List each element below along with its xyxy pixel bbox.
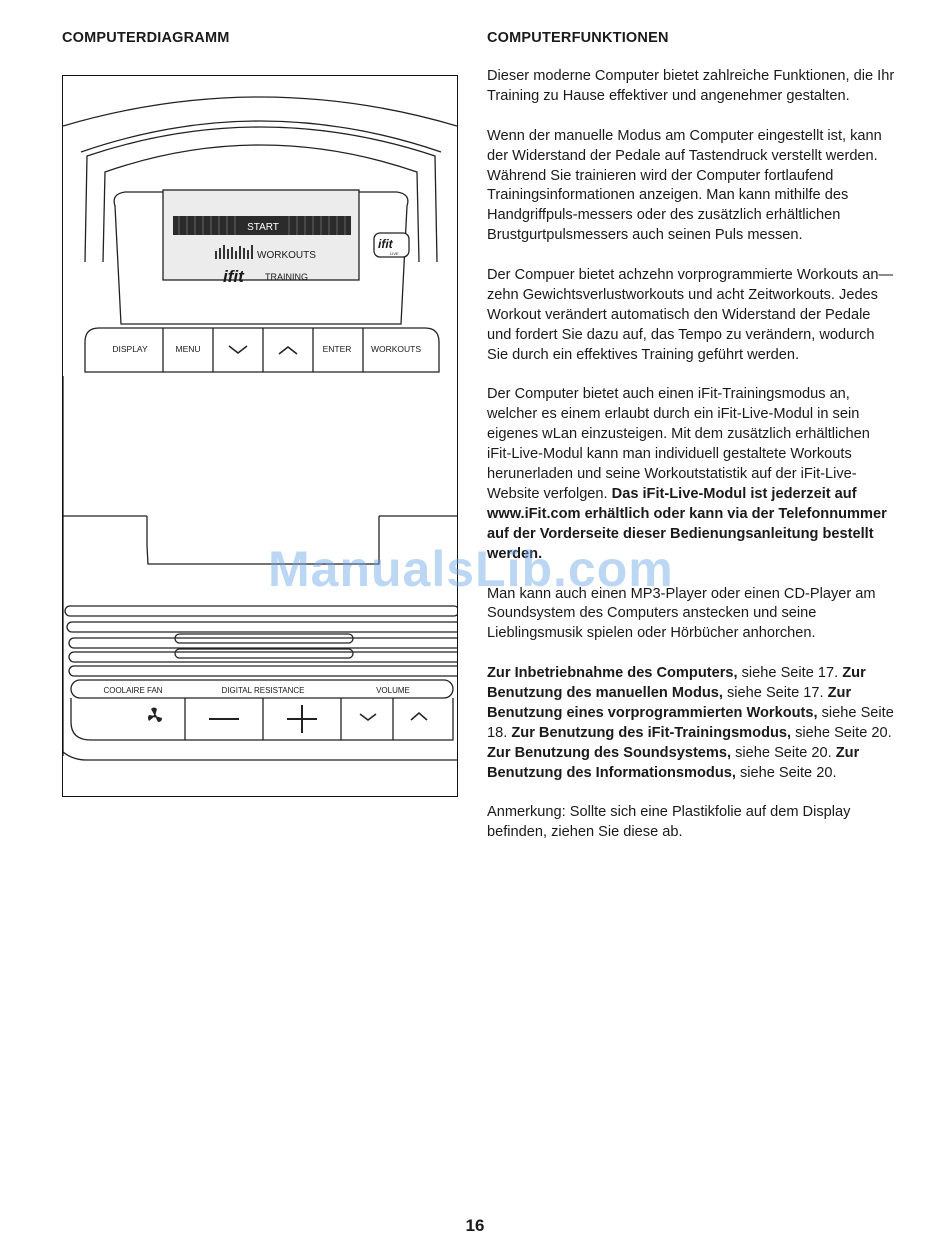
bottom-key-panel — [70, 698, 454, 741]
lcd-workouts-text: WORKOUTS — [257, 250, 316, 261]
ref-workout: Zur Benutzung eines vorprogrammierten Wo… — [487, 685, 852, 721]
console-diagram: START WORKOUTS ifit TRAINING ifit LIVE D… — [62, 75, 458, 797]
volume-down-icon[interactable] — [359, 713, 377, 721]
lcd-ifit-logo: ifit — [223, 267, 245, 286]
ref-info-mode: Zur Benutzung des Informationsmodus, — [487, 744, 860, 781]
paragraph-manual-mode: Wenn der manuelle Modus am Computer eing… — [487, 127, 882, 244]
ref-manual-mode: Zur Benutzung des manuellen Modus, — [487, 665, 866, 702]
ref-workout-page: siehe Seite 18. — [487, 704, 894, 741]
workouts-button[interactable]: WORKOUTS — [371, 344, 421, 354]
resistance-label: DIGITAL RESISTANCE — [222, 686, 305, 695]
watermark: ManualsLib.com — [268, 541, 674, 597]
paragraph-ifit: Der Computer bietet auch einen iFit-Trai… — [487, 385, 897, 564]
volume-up-icon[interactable] — [410, 712, 428, 721]
paragraph-intro: Dieser moderne Computer bietet zahlreich… — [487, 68, 895, 104]
ref-info-page: siehe Seite 20. — [735, 764, 837, 781]
ridge-4 — [68, 651, 457, 663]
display-button[interactable]: DISPLAY — [112, 344, 148, 354]
ref-startup: Zur Inbetriebnahme des Computers, — [487, 665, 738, 682]
up-arrow-icon[interactable] — [278, 346, 298, 355]
ref-ifit-page: siehe Seite 20. — [791, 724, 892, 741]
ifit-order-note: Das iFit-Live-Modul ist jederzeit auf ww… — [487, 485, 887, 562]
lcd-start-bar — [173, 216, 351, 235]
fan-label: COOLAIRE FAN — [103, 686, 162, 695]
ridge-1 — [64, 605, 457, 617]
page-number: 16 — [465, 1216, 485, 1235]
display-window-outline — [113, 191, 409, 325]
ridge-5 — [68, 665, 457, 677]
workouts-bars-icon — [215, 245, 253, 259]
ref-ifit: Zur Benutzung des iFit-Trainingsmodus, — [511, 724, 792, 741]
functions-text: Dieser moderne Computer bietet zahlreich… — [487, 67, 897, 863]
menu-button[interactable]: MENU — [175, 344, 200, 354]
button-strip — [84, 327, 440, 373]
ref-sound: Zur Benutzung des Soundsystems, — [487, 744, 732, 761]
ref-startup-page: siehe Seite 17. — [737, 665, 839, 682]
ridge-3 — [68, 637, 457, 649]
ifit-badge-sub: LIVE — [390, 251, 399, 256]
enter-button[interactable]: ENTER — [323, 344, 352, 354]
ridge-2 — [66, 621, 457, 633]
down-arrow-icon[interactable] — [228, 345, 248, 354]
label-strip — [70, 679, 454, 699]
center-panel — [146, 516, 380, 565]
paragraph-sound: Man kann auch einen MP3-Player oder eine… — [487, 585, 876, 642]
paragraph-note: Anmerkung: Sollte sich eine Plastikfolie… — [487, 804, 851, 841]
ifit-badge-text: ifit — [378, 237, 394, 251]
ref-sound-page: siehe Seite 20. — [731, 744, 832, 761]
ifit-description: Der Computer bietet auch einen iFit-Trai… — [487, 386, 870, 502]
ref-manual-page: siehe Seite 17. — [722, 685, 824, 702]
volume-label: VOLUME — [376, 686, 410, 695]
plus-icon[interactable] — [287, 705, 317, 733]
lcd-start-text: START — [247, 222, 279, 233]
console-arc-2 — [80, 120, 442, 153]
paragraph-workouts: Der Compuer bietet achzehn vorprogrammie… — [487, 267, 894, 363]
fan-icon[interactable] — [148, 707, 162, 723]
diagram-heading: COMPUTERDIAGRAMM — [62, 30, 230, 46]
paragraph-references: Zur Inbetriebnahme des Computers, siehe … — [487, 664, 897, 783]
console-outer-arc — [63, 96, 457, 127]
console-bezel — [84, 126, 438, 263]
console-inner-bezel — [102, 144, 420, 263]
ifit-live-badge — [373, 232, 410, 258]
console-drawing: START WORKOUTS ifit TRAINING ifit LIVE D… — [63, 96, 457, 761]
lcd-training-text: TRAINING — [265, 272, 308, 282]
functions-heading: COMPUTERFUNKTIONEN — [487, 30, 669, 46]
